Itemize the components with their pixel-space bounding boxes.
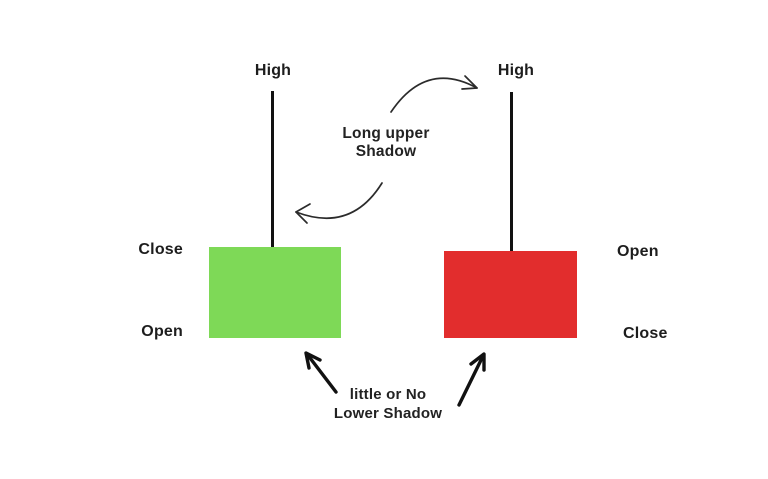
right-candle-upper-wick [510, 92, 513, 251]
upper-shadow-annotation-line1: Long upper [342, 125, 430, 142]
lower-shadow-annotation-line2: Lower Shadow [333, 405, 443, 422]
curved-arrow-to-left-shadow [295, 182, 383, 224]
curved-arrow-to-right-shadow [390, 75, 478, 113]
upper-shadow-annotation: Long upper Shadow [306, 125, 466, 161]
right-candle-high-label: High [497, 62, 535, 79]
lower-shadow-annotation-line1: little or No [349, 386, 427, 403]
bearish-candle-body [444, 251, 577, 338]
right-candle-open-label: Open [617, 243, 659, 260]
lower-shadow-annotation: little or No Lower Shadow [308, 385, 468, 423]
upper-shadow-annotation-line2: Shadow [355, 143, 417, 160]
left-candle-upper-wick [271, 91, 274, 247]
left-candle-open-label: Open [141, 323, 183, 340]
right-candle-close-label: Close [623, 325, 668, 342]
bullish-candle-body [209, 247, 341, 338]
left-candle-high-label: High [254, 62, 292, 79]
left-candle-close-label: Close [138, 241, 183, 258]
